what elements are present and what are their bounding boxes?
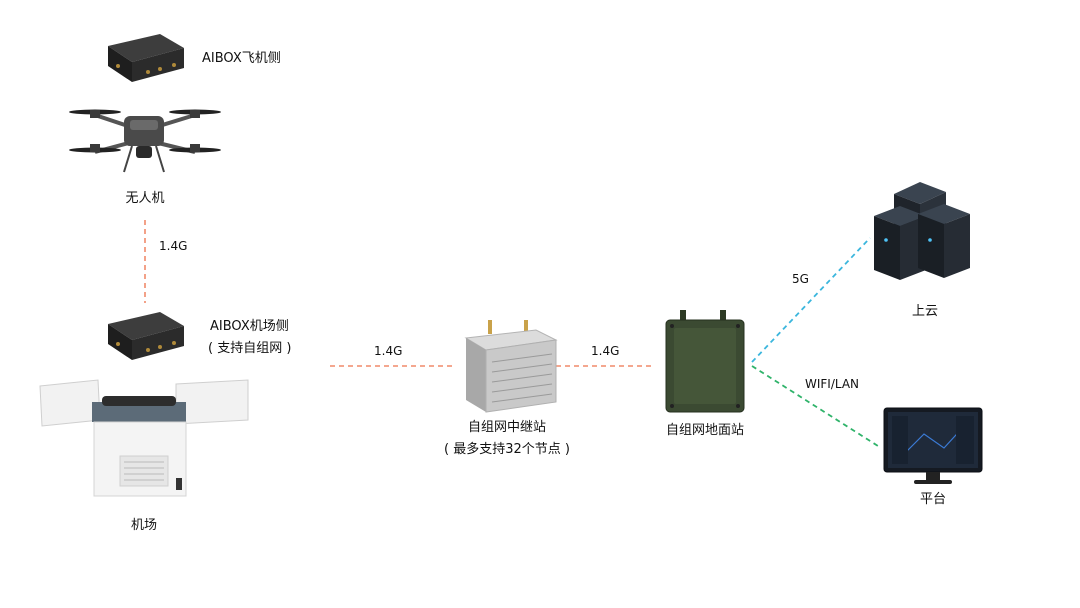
dock-label: 机场 bbox=[130, 518, 158, 533]
link-ground-platform bbox=[751, 365, 879, 447]
aibox-drone-label: AIBOX飞机侧 bbox=[202, 51, 281, 66]
cloud-server-device bbox=[874, 182, 970, 280]
dock-device bbox=[39, 379, 249, 497]
aibox-dock-label-line1: AIBOX机场侧 bbox=[210, 319, 289, 334]
drone-device bbox=[69, 109, 221, 173]
cloud-label: 上云 bbox=[911, 304, 939, 319]
platform-label: 平台 bbox=[919, 492, 947, 507]
link-label-dock-relay: 1.4G bbox=[374, 344, 403, 358]
relay-station-device bbox=[464, 320, 558, 413]
ground-station-device bbox=[665, 310, 745, 413]
link-label-ground-platform: WIFI/LAN bbox=[805, 377, 860, 391]
ground-station-label: 自组网地面站 bbox=[665, 423, 745, 438]
link-label-drone-dock: 1.4G bbox=[159, 239, 188, 253]
relay-label-line2: ( 最多支持32个节点 ) bbox=[444, 442, 570, 457]
drone-label: 无人机 bbox=[125, 191, 165, 206]
link-ground-cloud bbox=[751, 237, 871, 363]
link-label-ground-cloud: 5G bbox=[792, 272, 809, 286]
platform-monitor-device bbox=[883, 407, 983, 484]
relay-label-line1: 自组网中继站 bbox=[467, 420, 547, 435]
aibox-dock-device bbox=[108, 312, 184, 360]
aibox-dock-label-line2: ( 支持自组网 ) bbox=[208, 341, 292, 356]
link-label-relay-ground: 1.4G bbox=[591, 344, 620, 358]
aibox-drone-device bbox=[108, 34, 184, 82]
